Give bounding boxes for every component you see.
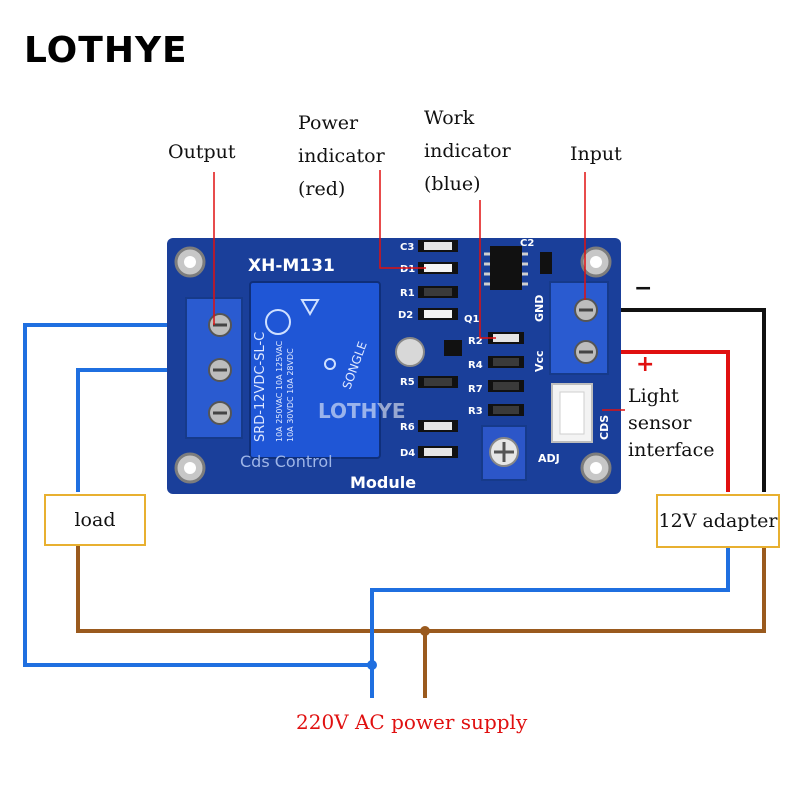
relay-rating-1: 10A 250VAC 10A 125VAC [275, 340, 284, 442]
supply-label: 220V AC power supply [296, 710, 528, 734]
comp-d4: D4 [400, 448, 415, 459]
component-labels: C3 D1 R1 D2 Q1 R2 R4 R5 R7 R3 R6 D4 C2 [398, 238, 534, 459]
label-power-line1: Power [298, 112, 359, 134]
capacitor [395, 337, 425, 367]
label-light-sensor: Light sensor interface [628, 383, 715, 464]
comp-r3: R3 [468, 406, 483, 417]
minus-sign: − [634, 276, 653, 301]
label-power-indicator: Power indicator (red) [298, 107, 385, 206]
comp-q1: Q1 [464, 314, 480, 325]
relay-model-text: SRD-12VDC-SL-C [253, 332, 268, 442]
label-work-indicator: Work indicator (blue) [424, 102, 511, 201]
board-footer-line2: Module [350, 473, 416, 492]
relay [249, 281, 381, 459]
label-power-line2: indicator [298, 145, 385, 167]
label-light-line2: sensor [628, 412, 692, 434]
capacitor-c2 [540, 252, 552, 274]
plus-sign: + [636, 352, 655, 377]
wire-input-black [592, 308, 766, 492]
label-work-line3: (blue) [424, 173, 481, 195]
mount-hole [590, 256, 602, 268]
label-input: Input [570, 143, 622, 165]
comp-r6: R6 [400, 422, 415, 433]
comp-r4: R4 [468, 360, 483, 371]
ic-chip [490, 246, 522, 290]
comp-c2: C2 [520, 238, 534, 249]
comp-r5: R5 [400, 377, 415, 388]
relay-rating-2: 10A 30VDC 10A 28VDC [286, 348, 295, 442]
board-watermark: LOTHYE [318, 399, 406, 423]
comp-c3: C3 [400, 242, 414, 253]
leader-lines [213, 170, 625, 411]
pin-vcc: Vcc [533, 350, 546, 372]
wire-output-blue-outer [23, 323, 372, 667]
mount-hole [590, 462, 602, 474]
mount-hole [184, 256, 196, 268]
board-model: XH-M131 [248, 256, 335, 276]
pin-gnd: GND [533, 295, 546, 322]
comp-r2: R2 [468, 336, 483, 347]
leader-power-indicator [379, 170, 426, 269]
adapter-box: 12V adapter [656, 494, 780, 548]
label-power-line3: (red) [298, 178, 346, 200]
pin-cds: CDS [598, 415, 611, 440]
board-footer-line1: Cds Control [240, 452, 333, 471]
relay-board: XH-M131 Cds Control Module LOTHYE SRD-12… [167, 238, 621, 494]
smd-column-right [488, 332, 524, 416]
wire-adapter-blue [370, 548, 730, 698]
junction-brown [420, 626, 430, 636]
comp-d2: D2 [398, 310, 413, 321]
label-work-line1: Work [424, 107, 475, 129]
label-light-line1: Light [628, 385, 679, 407]
leader-work-indicator [479, 200, 496, 339]
comp-d1: D1 [400, 264, 415, 275]
junction-blue [367, 660, 377, 670]
wire-input-red [592, 350, 730, 492]
label-work-line2: indicator [424, 140, 511, 162]
label-output: Output [168, 141, 236, 163]
transistor-q1 [444, 340, 462, 356]
smd-column-left [418, 240, 458, 458]
label-light-line3: interface [628, 439, 715, 461]
brand-logo: LOTHYE [24, 30, 188, 71]
comp-r1: R1 [400, 288, 415, 299]
comp-r7: R7 [468, 384, 483, 395]
mount-hole [184, 462, 196, 474]
load-box: load [44, 494, 146, 546]
pin-adj: ADJ [538, 452, 560, 465]
